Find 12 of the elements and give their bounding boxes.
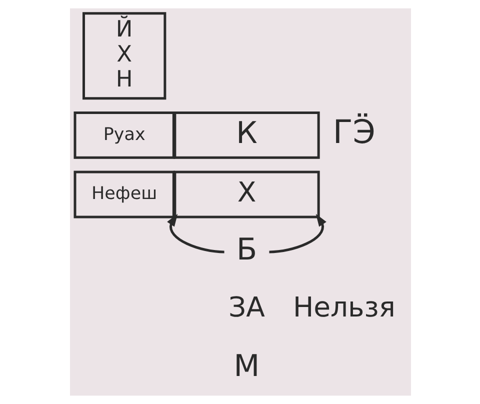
node-box: Руах xyxy=(73,111,174,159)
label: ЗА xyxy=(228,292,264,324)
label: Нельзя xyxy=(292,292,395,324)
arrow xyxy=(166,214,224,254)
label: М xyxy=(233,348,260,384)
node-box: Й Х Н xyxy=(82,12,166,100)
node-box: К xyxy=(173,111,320,159)
arrow xyxy=(268,214,326,254)
node-box: Нефеш xyxy=(73,170,174,218)
label: ГӬ xyxy=(332,113,375,152)
node-text: Б xyxy=(236,232,257,268)
node-box: Х xyxy=(173,170,320,218)
